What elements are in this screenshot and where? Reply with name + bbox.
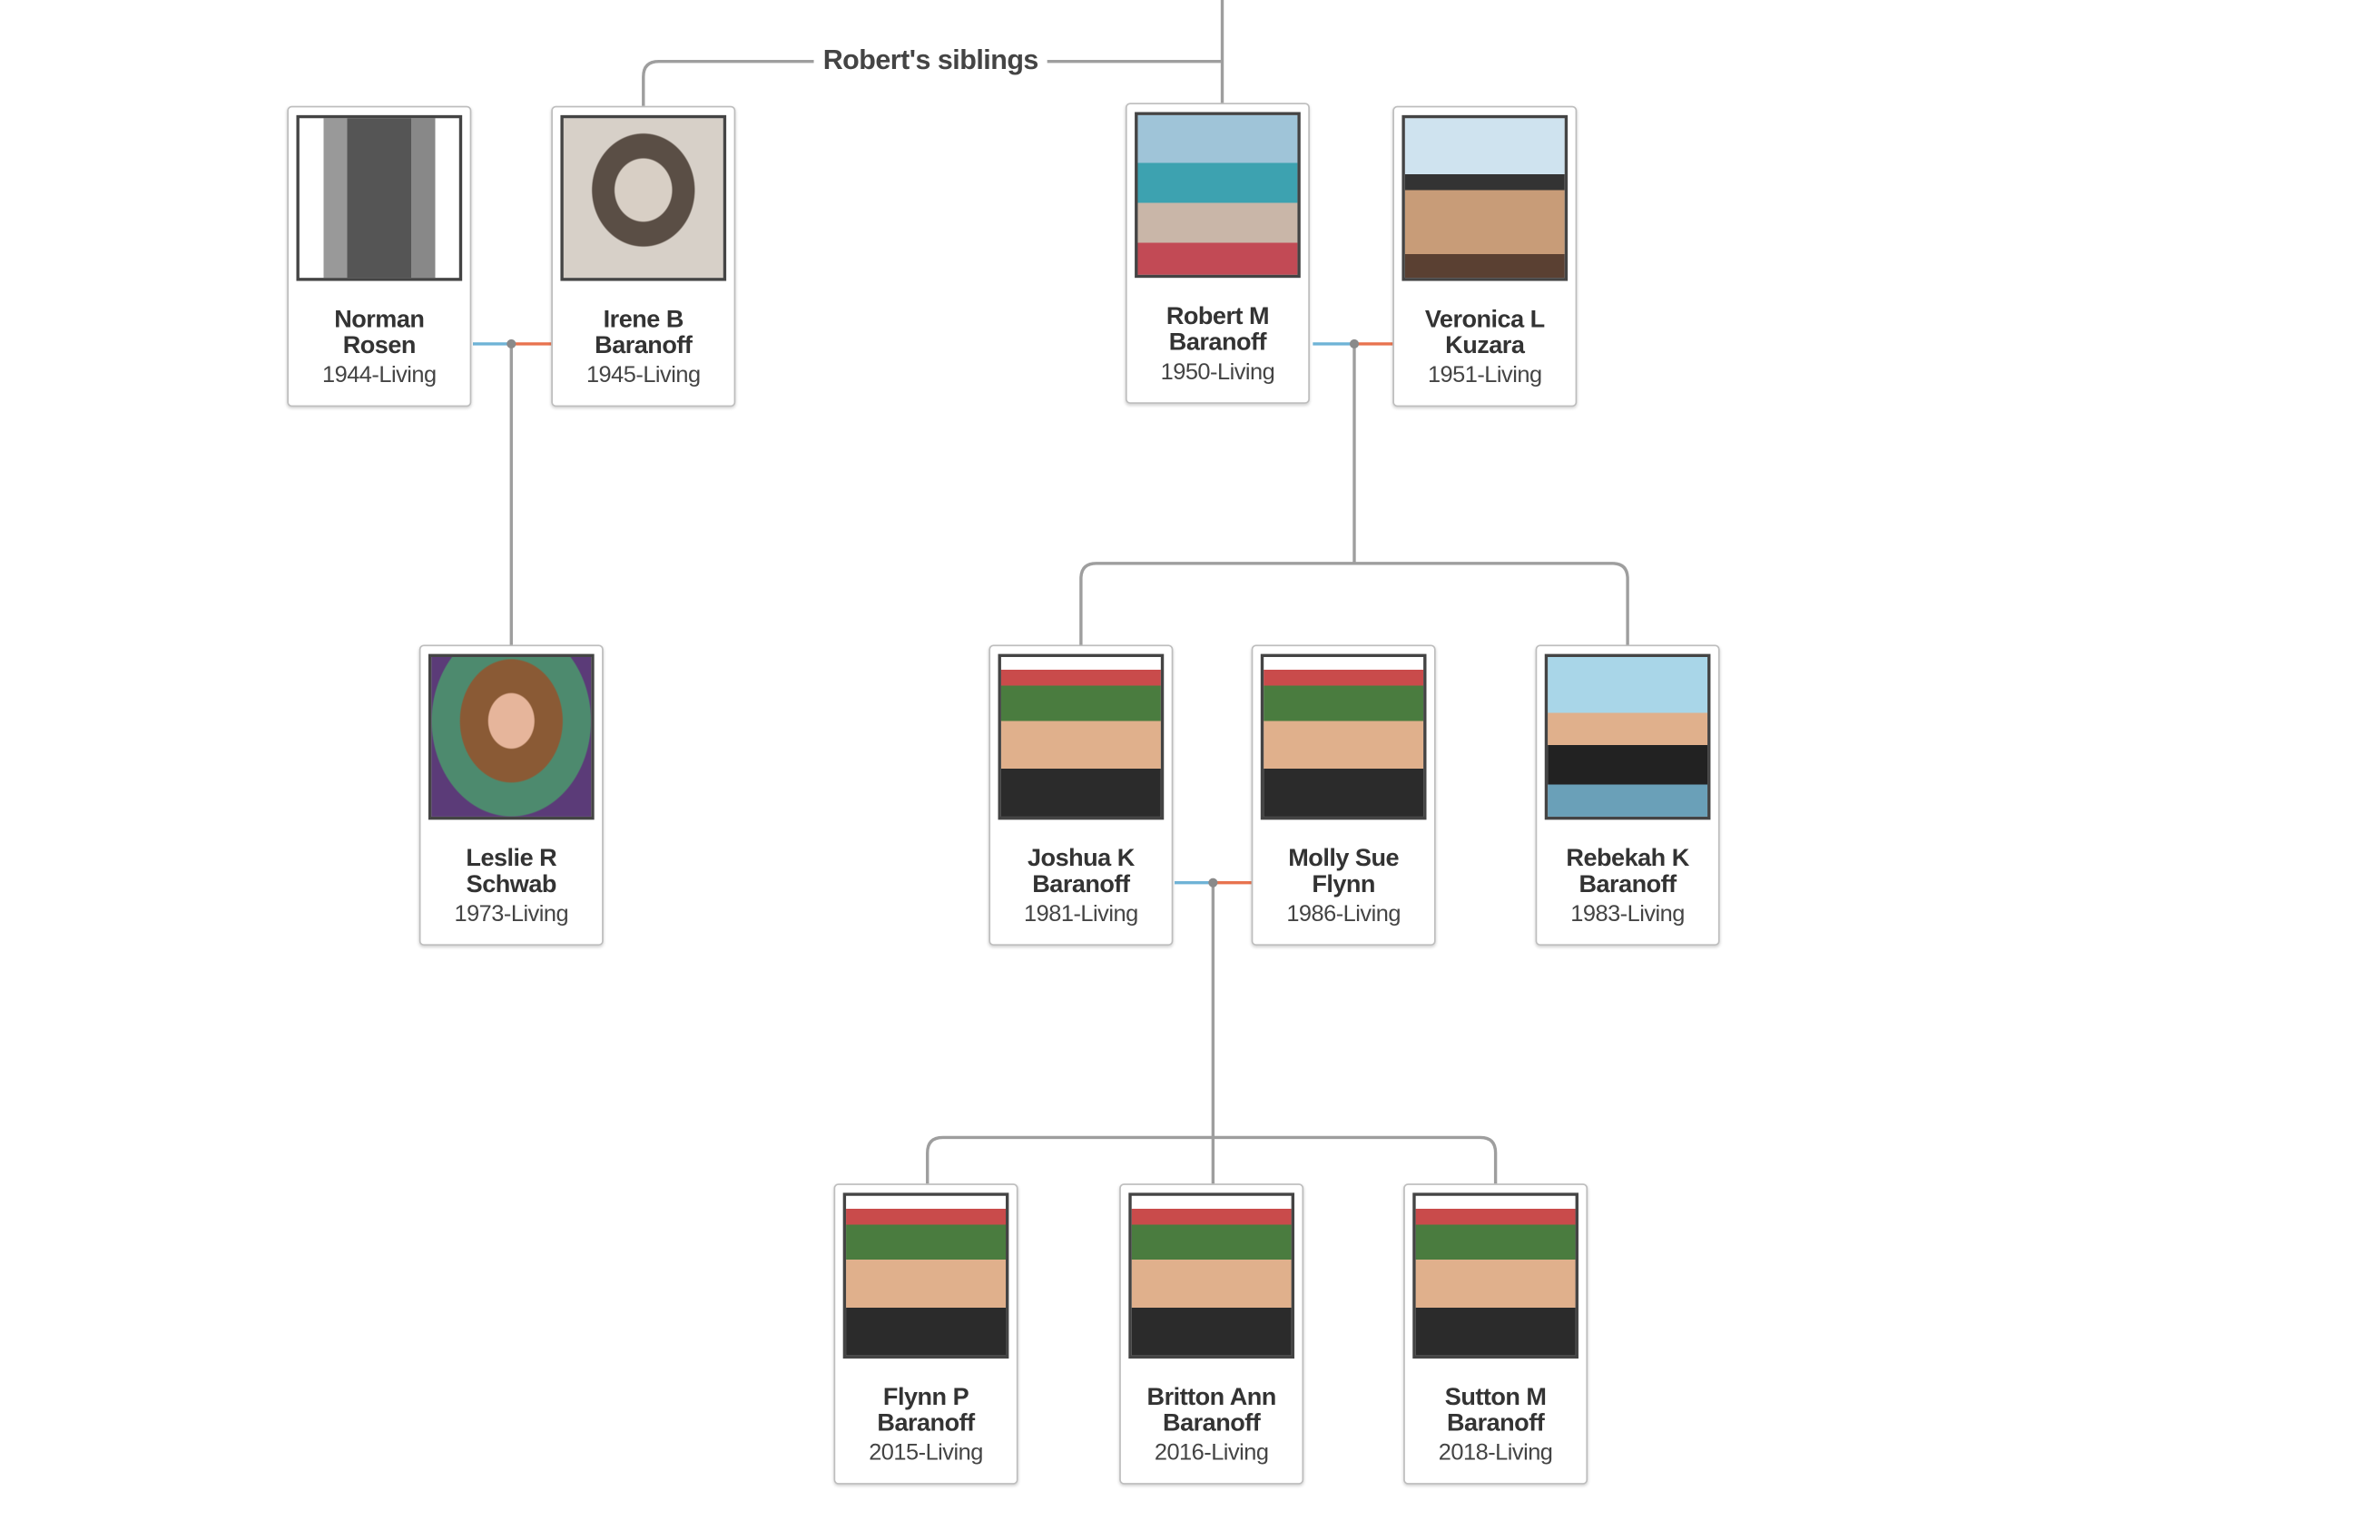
person-dates: 1945-Living: [585, 362, 701, 388]
children-link-line: [1079, 343, 1629, 645]
spouse-link-joshua-molly: [1175, 878, 1252, 888]
person-photo: [1260, 653, 1427, 820]
person-dates: 1983-Living: [1570, 900, 1685, 927]
person-photo: [428, 653, 595, 820]
grandchildren-link-line: [926, 882, 1498, 1184]
person-photo: [296, 114, 463, 281]
person-dates: 1981-Living: [1024, 900, 1138, 927]
person-photo: [1401, 114, 1569, 281]
person-photo: [1544, 653, 1711, 820]
person-dates: 1944-Living: [321, 362, 437, 388]
person-dates: 1986-Living: [1286, 900, 1401, 927]
person-photo: [1135, 112, 1301, 279]
person-photo: [560, 114, 727, 281]
person-photo: [998, 653, 1165, 820]
siblings-link-line: [642, 59, 1223, 106]
person-dates: 2018-Living: [1438, 1439, 1553, 1466]
person-photo: [1128, 1192, 1295, 1359]
spouse-link-robert-veronica: [1313, 338, 1393, 348]
person-dates: 1973-Living: [454, 900, 569, 927]
spouse-link-norman-irene: [473, 338, 552, 348]
person-photo: [1412, 1192, 1578, 1359]
siblings-label: Robert's siblings: [813, 44, 1048, 77]
person-dates: 2015-Living: [869, 1439, 983, 1466]
person-photo: [842, 1192, 1009, 1359]
person-dates: 1951-Living: [1427, 362, 1542, 388]
person-dates: 2016-Living: [1154, 1439, 1269, 1466]
person-dates: 1950-Living: [1160, 358, 1275, 386]
